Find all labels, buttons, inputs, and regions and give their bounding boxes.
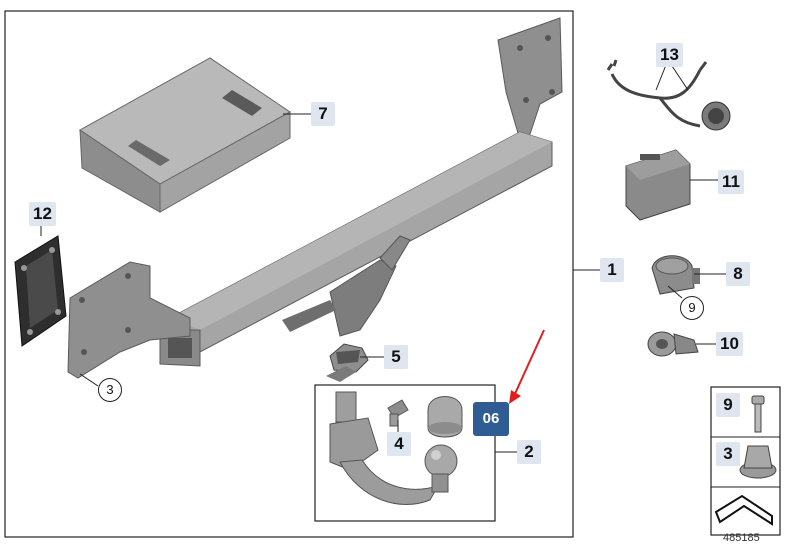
circled-label-3: 3 (98, 378, 122, 402)
circled-label-9: 9 (680, 296, 704, 320)
plug-part-10 (647, 331, 699, 357)
callout-7[interactable]: 7 (311, 102, 335, 126)
callout-13[interactable]: 13 (656, 43, 683, 67)
socket-part-8 (651, 255, 700, 295)
callout-11[interactable]: 11 (718, 170, 744, 194)
callout-5[interactable]: 5 (384, 345, 408, 369)
ball-neck-part (329, 391, 458, 505)
callout-4[interactable]: 4 (387, 432, 411, 456)
legend-callout-9[interactable]: 9 (716, 393, 740, 417)
legend-frame (710, 386, 781, 536)
callout-1[interactable]: 1 (600, 258, 624, 282)
ball-assembly-frame (314, 384, 496, 522)
wiring-harness-part (606, 59, 708, 128)
connector-13 (701, 101, 731, 131)
main-frame (4, 10, 574, 538)
module-part (625, 149, 691, 221)
callout-12[interactable]: 12 (29, 202, 56, 226)
legend-arrow-symbol (714, 494, 773, 526)
legend-screw (751, 395, 765, 433)
callout-highlight[interactable]: 06 (473, 402, 509, 436)
callout-2[interactable]: 2 (517, 440, 541, 464)
legend-callout-3[interactable]: 3 (716, 442, 740, 466)
towbar-frame-part (67, 17, 563, 379)
control-box-part (79, 57, 291, 213)
socket-holder-part (326, 343, 369, 382)
callout-10[interactable]: 10 (716, 332, 743, 356)
ball-cap-part (427, 396, 463, 438)
legend-nut (739, 445, 777, 479)
highlight-arrow (509, 329, 545, 404)
callout-8[interactable]: 8 (726, 262, 750, 286)
diagram-code: 485185 (723, 532, 760, 544)
gasket-part (14, 235, 67, 347)
